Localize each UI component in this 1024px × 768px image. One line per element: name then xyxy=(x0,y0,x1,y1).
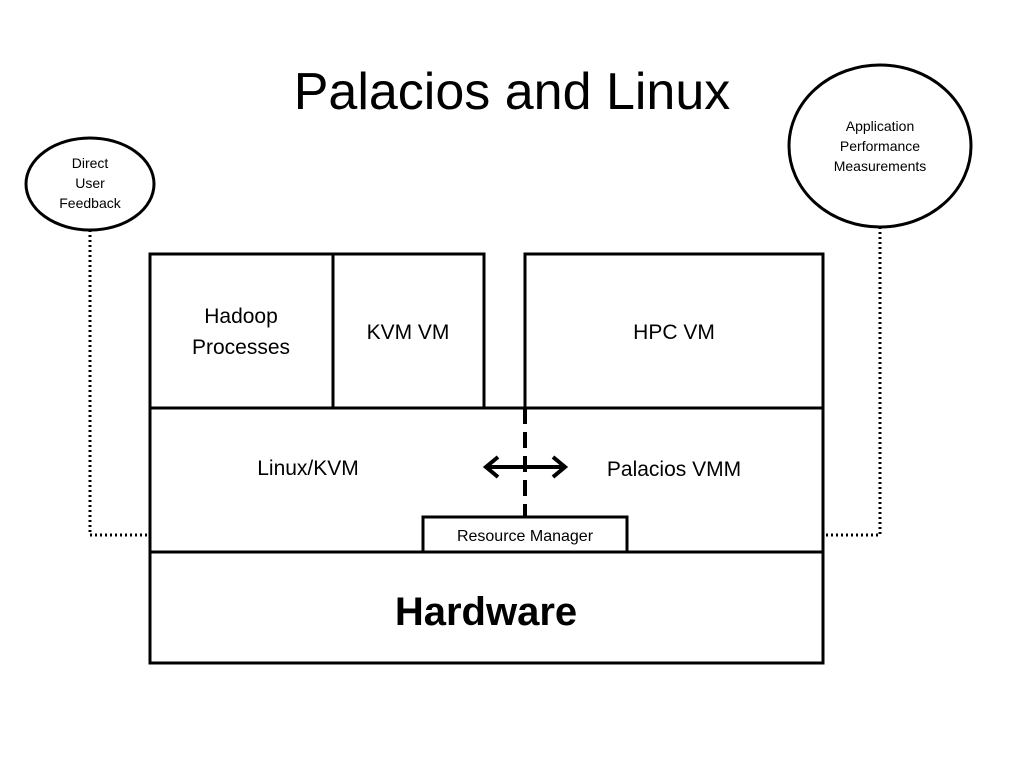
double-arrow-icon xyxy=(482,455,569,479)
palacios-vmm-label: Palacios VMM xyxy=(607,458,741,481)
hadoop-line-2: Processes xyxy=(192,336,290,359)
feedback-circle: Direct User Feedback xyxy=(24,136,156,232)
resource-manager-box: Resource Manager xyxy=(421,515,629,554)
feedback-connector xyxy=(88,230,417,540)
kvm-vm-box: KVM VM xyxy=(331,252,486,410)
slide-title: Palacios and Linux xyxy=(293,63,731,121)
hadoop-box: Hadoop Processes xyxy=(148,252,335,410)
hadoop-line-1: Hadoop xyxy=(204,305,278,328)
hpc-vm-label: HPC VM xyxy=(633,321,715,344)
hardware-label: Hardware xyxy=(395,590,577,634)
linux-kvm-label: Linux/KVM xyxy=(257,457,359,480)
measurements-line-2: Performance xyxy=(840,138,920,154)
hardware-box: Hardware xyxy=(148,550,825,665)
kvm-vm-label: KVM VM xyxy=(367,321,450,344)
resource-manager-label: Resource Manager xyxy=(457,528,594,545)
measurements-line-3: Measurements xyxy=(834,158,927,174)
measurements-circle: Application Performance Measurements xyxy=(787,63,973,229)
feedback-line-2: User xyxy=(75,175,105,191)
hpc-vm-box: HPC VM xyxy=(523,252,825,410)
measurements-line-1: Application xyxy=(846,118,915,134)
feedback-line-3: Feedback xyxy=(59,195,121,211)
feedback-line-1: Direct xyxy=(72,155,109,171)
